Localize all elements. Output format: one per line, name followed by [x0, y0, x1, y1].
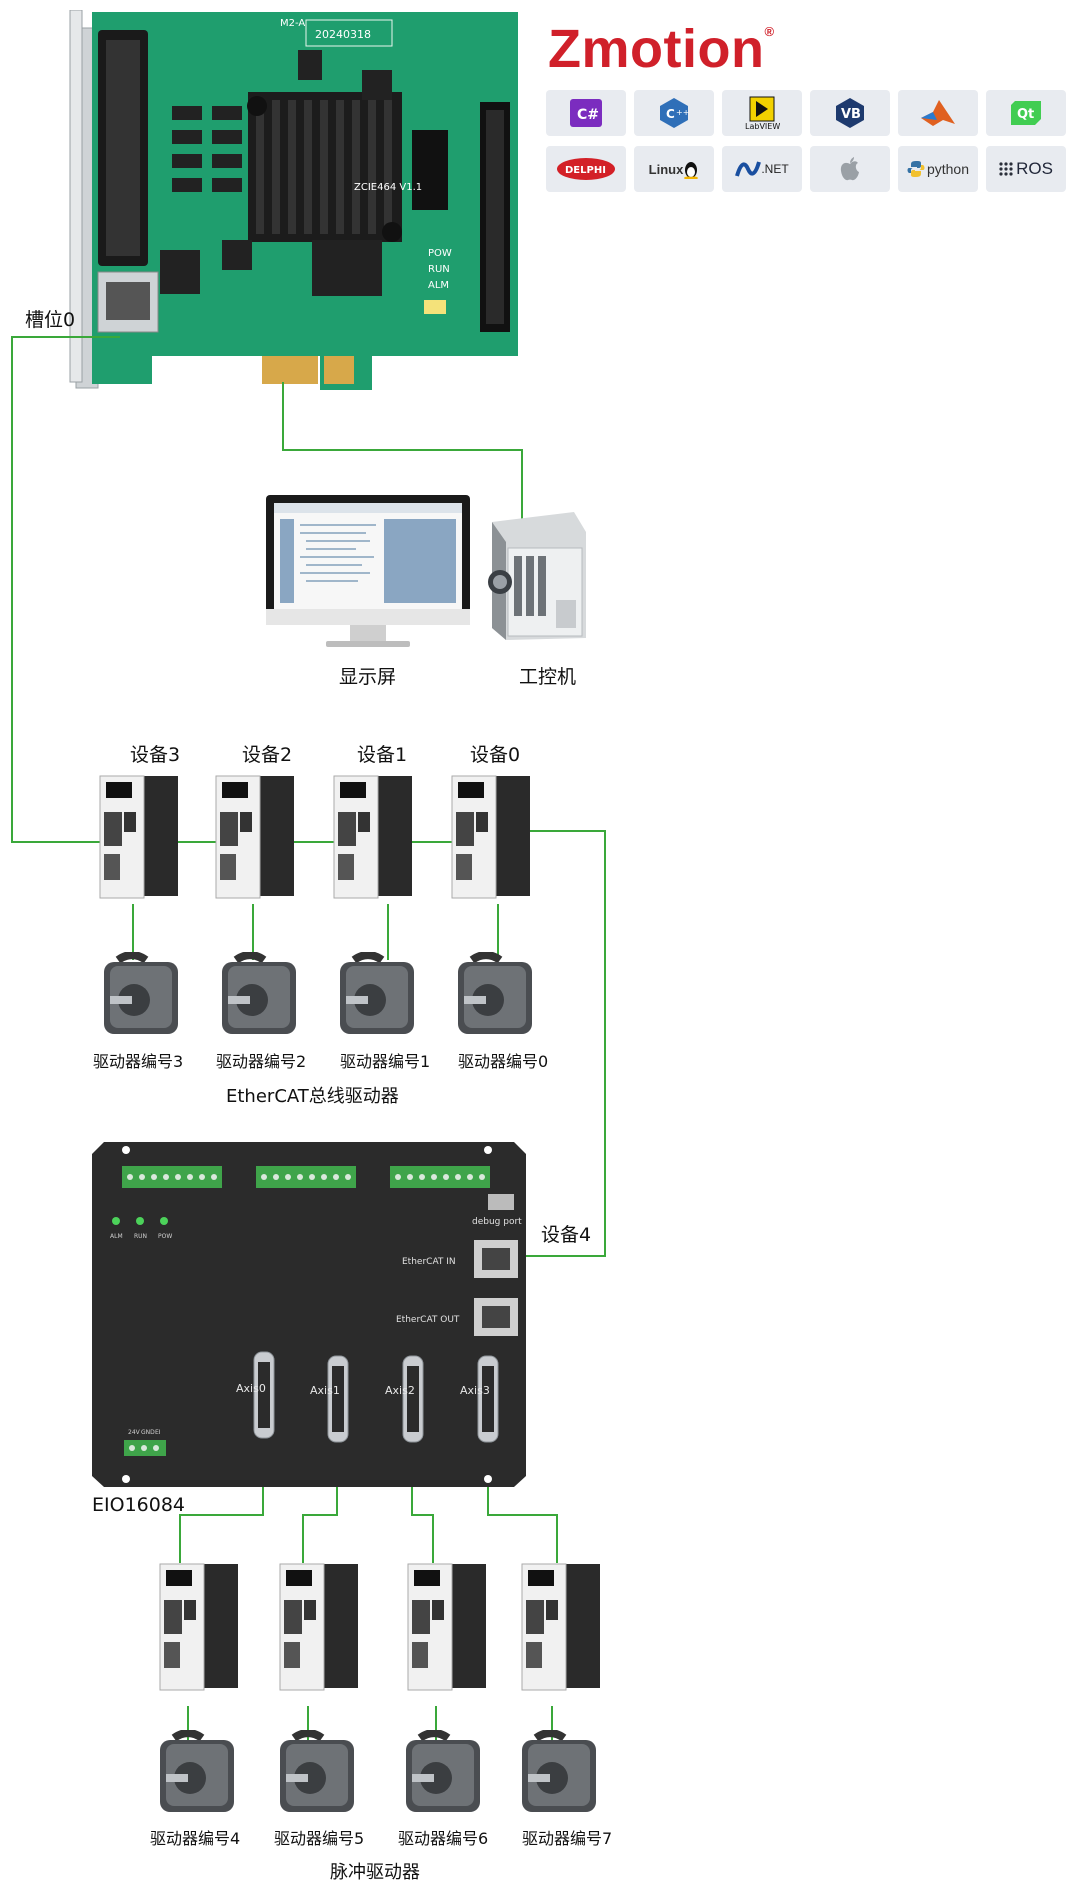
svg-text:++: ++: [676, 108, 689, 117]
device-label-3: 设备3: [130, 744, 181, 766]
pcb-date-text: 20240318: [315, 28, 371, 41]
device-label-1: 设备1: [357, 744, 408, 766]
servo-drive-0: [451, 775, 530, 899]
motor-6: [406, 1730, 480, 1812]
svg-text:M2-A: M2-A: [280, 18, 305, 29]
monitor-label: 显示屏: [339, 666, 397, 688]
motor-3: [104, 952, 178, 1034]
power-pin-gnd: GND: [141, 1429, 155, 1436]
brand-name: Zmotion: [548, 19, 765, 79]
drive-id-3: 驱动器编号3: [93, 1052, 184, 1071]
eio-led-alm: ALM: [110, 1233, 123, 1240]
svg-text:C: C: [666, 107, 675, 121]
axis3-text: Axis3: [460, 1384, 490, 1397]
sdk-logo-grid: C# C++ LabVIEW VB Qt DELPHI Linux .NET p…: [546, 90, 1076, 192]
ros-icon: ROS: [986, 146, 1066, 192]
device0-to-eio-cable: [482, 830, 606, 1257]
python-icon: python: [898, 146, 978, 192]
svg-text:LabVIEW: LabVIEW: [745, 122, 780, 131]
pulse-drive-4: [159, 1563, 238, 1691]
svg-text:ZCIE464 V1.1: ZCIE464 V1.1: [354, 182, 422, 193]
linux-icon: Linux: [634, 146, 714, 192]
drive-id-1: 驱动器编号1: [340, 1052, 431, 1071]
pulse-drive-5: [279, 1563, 358, 1691]
device-label-0: 设备0: [470, 744, 521, 766]
drive-id-7: 驱动器编号7: [522, 1829, 613, 1848]
motor-5: [280, 1730, 354, 1812]
cplusplus-icon: C++: [634, 90, 714, 136]
zmotion-logo: Zmotion®: [548, 19, 775, 79]
motor-1: [340, 952, 414, 1034]
servo-drive-2: [215, 775, 294, 899]
card-to-ipc-cable: [282, 382, 523, 522]
eio-label: EIO16084: [92, 1494, 186, 1516]
eio-led-pow: POW: [158, 1233, 172, 1240]
pulse-drive-7: [521, 1563, 600, 1691]
qt-icon: Qt: [986, 90, 1066, 136]
svg-text:C#: C#: [577, 107, 599, 123]
svg-text:POW: POW: [428, 248, 452, 259]
ethercat-caption: EtherCAT总线驱动器: [226, 1086, 399, 1107]
servo-drive-1: [333, 775, 412, 899]
motion-control-card: 20240318 M2-A ZCIE464 V1.1 POW RUN ALM: [69, 10, 518, 390]
svg-text:Qt: Qt: [1017, 107, 1034, 122]
pulse-caption: 脉冲驱动器: [330, 1862, 420, 1883]
labview-icon: LabVIEW: [722, 90, 802, 136]
ethercat-out-text: EtherCAT OUT: [396, 1315, 460, 1325]
drive-id-6: 驱动器编号6: [398, 1829, 489, 1848]
drive-id-5: 驱动器编号5: [274, 1829, 365, 1848]
dotnet-icon: .NET: [722, 146, 802, 192]
axis1-text: Axis1: [310, 1384, 340, 1397]
drive-id-2: 驱动器编号2: [216, 1052, 307, 1071]
axis0-text: Axis0: [236, 1382, 266, 1395]
svg-text:RUN: RUN: [428, 264, 450, 275]
ipc-label: 工控机: [519, 666, 577, 688]
apple-icon: [810, 146, 890, 192]
csharp-icon: C#: [546, 90, 626, 136]
vb-icon: VB: [810, 90, 890, 136]
drive-id-0: 驱动器编号0: [458, 1052, 549, 1071]
motor-4: [160, 1730, 234, 1812]
ipc-image: [488, 512, 586, 640]
device-label-2: 设备2: [242, 744, 293, 766]
motor-2: [222, 952, 296, 1034]
slot-label: 槽位0: [25, 309, 76, 331]
drive-id-4: 驱动器编号4: [150, 1829, 241, 1848]
axis2-text: Axis2: [385, 1384, 415, 1397]
power-pin-24v: 24V: [128, 1429, 141, 1436]
motor-7: [522, 1730, 596, 1812]
svg-text:ALM: ALM: [428, 280, 449, 291]
device4-label: 设备4: [541, 1224, 592, 1246]
servo-drive-3: [99, 775, 178, 899]
svg-text:VB: VB: [841, 107, 861, 122]
power-pin-ei: EI: [155, 1429, 161, 1436]
delphi-icon: DELPHI: [546, 146, 626, 192]
motor-0: [458, 952, 532, 1034]
slot0-cable: [11, 336, 138, 843]
debug-port-text: debug port: [472, 1217, 522, 1227]
pulse-drive-6: [407, 1563, 486, 1691]
matlab-icon: [898, 90, 978, 136]
monitor-image: [266, 495, 470, 647]
eio-led-run: RUN: [134, 1233, 147, 1240]
svg-text:DELPHI: DELPHI: [565, 165, 606, 176]
ethercat-in-text: EtherCAT IN: [402, 1257, 456, 1267]
eio16084-board: ALM RUN POW debug port EtherCAT IN Ether…: [92, 1142, 526, 1487]
